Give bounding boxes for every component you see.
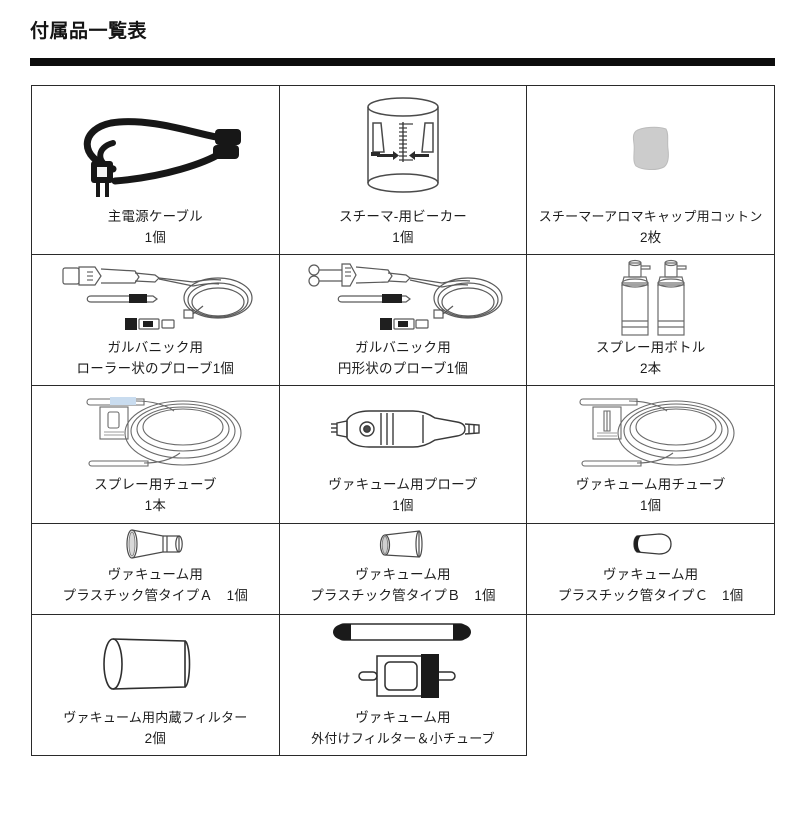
item-name: スプレー用チューブ <box>94 477 217 492</box>
table-cell-spray-bottles: スプレー用ボトル 2本 <box>526 254 775 386</box>
vacuum-tube-coil-illustration <box>527 386 774 474</box>
table-row: ガルバニック用 ローラー状のプローブ1個 <box>31 254 775 386</box>
table-cell-vacuum-tube: ヴァキューム用チューブ 1個 <box>526 385 775 524</box>
item-name: ヴァキューム用プローブ <box>328 477 478 492</box>
accessory-table: 主電源ケーブル 1個 <box>31 85 775 756</box>
item-quantity: 1本 <box>144 498 167 513</box>
table-cell-spray-tube: スプレー用チューブ 1本 <box>31 385 280 524</box>
plastic-tip-type-b-illustration <box>280 524 527 564</box>
item-quantity: プラスチック管タイプＢ 1個 <box>310 588 496 603</box>
item-name: スプレー用ボトル <box>595 340 706 355</box>
item-name: ヴァキューム用内蔵フィルター <box>63 710 248 725</box>
item-quantity: 円形状のプローブ1個 <box>337 361 469 376</box>
table-cell-galvanic-roller-probe: ガルバニック用 ローラー状のプローブ1個 <box>31 254 280 386</box>
steamer-beaker-illustration <box>280 86 527 206</box>
page-title: 付属品一覧表 <box>30 21 148 42</box>
item-name: ヴァキューム用 <box>107 567 204 582</box>
galvanic-roller-probe-illustration <box>32 255 279 337</box>
item-name: スチーマ-用ビーカー <box>338 209 467 224</box>
plastic-tip-type-a-illustration <box>32 524 279 564</box>
galvanic-round-probe-illustration <box>280 255 527 337</box>
table-row: ヴァキューム用内蔵フィルター 2個 <box>31 614 775 756</box>
item-quantity: 2枚 <box>639 230 662 245</box>
item-quantity: 2本 <box>639 361 662 376</box>
table-row: ヴァキューム用 プラスチック管タイプＡ 1個 <box>31 523 775 615</box>
item-quantity: 1個 <box>392 498 414 513</box>
table-cell-plastic-tip-c: ヴァキューム用 プラスチック管タイプＣ 1個 <box>526 523 775 615</box>
table-row: スプレー用チューブ 1本 <box>31 385 775 524</box>
item-quantity: ローラー状のプローブ1個 <box>76 361 235 376</box>
table-cell-steamer-beaker: スチーマ-用ビーカー 1個 <box>278 85 528 255</box>
item-name: ヴァキューム用 <box>355 710 451 725</box>
item-name: ガルバニック用 <box>355 340 451 355</box>
item-quantity: 1個 <box>144 230 167 245</box>
table-cell-external-filter: ヴァキューム用 外付けフィルター＆小チューブ <box>278 614 528 756</box>
spray-bottles-illustration <box>527 255 774 337</box>
table-cell-plastic-tip-b: ヴァキューム用 プラスチック管タイプＢ 1個 <box>278 523 528 615</box>
table-cell-plastic-tip-a: ヴァキューム用 プラスチック管タイプＡ 1個 <box>31 523 280 615</box>
title-divider-rule <box>30 58 775 66</box>
table-cell-galvanic-round-probe: ガルバニック用 円形状のプローブ1個 <box>278 254 528 386</box>
plastic-tip-type-c-illustration <box>527 524 774 564</box>
table-cell-aroma-cotton: スチーマーアロマキャップ用コットン 2枚 <box>526 85 775 255</box>
internal-filter-illustration <box>32 615 279 707</box>
table-row: 主電源ケーブル 1個 <box>31 85 775 255</box>
table-cell-power-cable: 主電源ケーブル 1個 <box>31 85 280 255</box>
vacuum-probe-illustration <box>280 386 527 474</box>
table-cell-internal-filter: ヴァキューム用内蔵フィルター 2個 <box>31 614 280 756</box>
item-name: ヴァキューム用 <box>355 567 451 582</box>
item-name: ガルバニック用 <box>107 340 204 355</box>
item-quantity: プラスチック管タイプＣ 1個 <box>557 588 744 603</box>
item-quantity: 2個 <box>144 731 167 746</box>
item-name: スチーマーアロマキャップ用コットン <box>538 209 763 224</box>
table-cell-empty <box>527 615 775 756</box>
item-name: ヴァキューム用 <box>602 567 699 582</box>
item-quantity: 外付けフィルター＆小チューブ <box>311 731 495 746</box>
cotton-pad-illustration <box>527 86 774 206</box>
item-name: 主電源ケーブル <box>107 209 203 224</box>
item-quantity: 1個 <box>639 498 662 513</box>
table-cell-vacuum-probe: ヴァキューム用プローブ 1個 <box>278 385 528 524</box>
power-cable-illustration <box>32 86 279 206</box>
external-filter-illustration <box>280 615 527 707</box>
item-quantity: 1個 <box>392 230 414 245</box>
item-name: ヴァキューム用チューブ <box>575 477 726 492</box>
item-quantity: プラスチック管タイプＡ 1個 <box>62 588 249 603</box>
spray-tube-coil-illustration <box>32 386 279 474</box>
